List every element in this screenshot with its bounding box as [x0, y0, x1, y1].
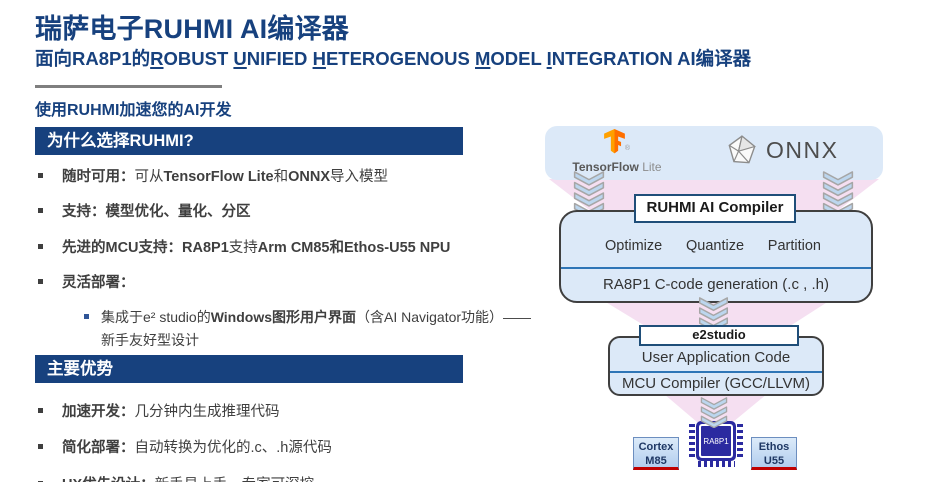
bullet-list: 加速开发：几分钟内生成推理代码简化部署：自动转换为优化的.c、.h源代码UX优先…: [37, 401, 463, 482]
bullet-icon: [38, 480, 43, 482]
bullet-text: （含AI Navigator功能）——新手友好型设计: [101, 308, 532, 348]
chip-pins-icon: [737, 424, 743, 460]
onnx-label: ONNX: [766, 136, 839, 163]
list-item: 先进的MCU支持：RA8P1支持Arm CM85和Ethos-U55 NPU: [37, 237, 543, 259]
bullet-text: 导入模型: [330, 169, 389, 185]
bullet-icon: [84, 313, 89, 319]
list-item: 简化部署：自动转换为优化的.c、.h源代码: [37, 437, 463, 459]
compiler-step: Optimize: [605, 238, 663, 254]
subtitle-part: NIFIED: [246, 48, 313, 69]
bullet-icon: [38, 408, 43, 413]
list-item: UX优先设计：新手易上手，专家可深挖: [37, 474, 463, 482]
chip-pins-icon: [698, 461, 735, 467]
bullet-text: 支持: [228, 239, 258, 256]
bullet-text: 先进的MCU支持：: [62, 239, 183, 256]
bullet-text: ONNX: [288, 169, 331, 185]
frameworks-box: [545, 126, 883, 180]
subtitle-part: NTEGRATION AI编译器: [551, 48, 752, 69]
compiler-box: Optimize Quantize Partition RA8P1 C-code g…: [559, 210, 873, 303]
chip-label-line: M85: [645, 454, 667, 467]
chip-label-line: Cortex: [638, 441, 674, 453]
bullet-text: Arm CM85和Ethos-U55 NPU: [257, 239, 451, 256]
list-item: 集成于e² studio的Windows图形用户界面（含AI Navigator…: [83, 306, 543, 351]
section-banner: 为什么选择RUHMI?: [35, 127, 463, 155]
tensorflow-label-main: TensorFlow: [572, 160, 639, 174]
bullet-icon: [38, 279, 43, 285]
bullet-text: 和: [273, 169, 289, 185]
subtitle-part: R: [150, 48, 164, 69]
text-column: 为什么选择RUHMI? 随时可用：可从TensorFlow Lite和ONNX导入…: [35, 127, 543, 482]
list-item: 支持：模型优化、量化、分区: [37, 201, 543, 223]
bullet-text: Windows图形用户界面: [210, 308, 357, 325]
app-stack-box: User Application Code MCU Compiler (GCC/…: [608, 336, 824, 396]
bullet-text: 可从: [134, 169, 164, 185]
bullet-text: 几分钟内生成推理代码: [134, 404, 280, 420]
bullet-text: 灵活部署：: [62, 275, 135, 292]
page-title: 瑞萨电子RUHMI AI编译器: [35, 14, 349, 44]
bullet-icon: [38, 444, 43, 450]
bullet-text: 支持：模型优化、量化、分区: [62, 204, 251, 221]
bullet-text: 自动转换为优化的.c、.h源代码: [134, 440, 332, 457]
bullet-icon: [38, 243, 43, 249]
tensorflow-icon: [604, 129, 625, 154]
tensorflow-lite-logo: ® TensorFlow Lite: [557, 129, 677, 174]
section-banner: 主要优势: [35, 355, 463, 383]
onnx-icon: [728, 135, 756, 164]
chip-cortex-m85: Cortex M85: [633, 437, 679, 470]
bullet-text: 新手易上手，专家可深挖: [155, 477, 315, 482]
compiler-steps: Optimize Quantize Partition: [561, 212, 871, 254]
list-item: 加速开发：几分钟内生成推理代码: [37, 401, 463, 423]
chip-label-line: Ethos: [758, 441, 790, 453]
tensorflow-label-lite: Lite: [638, 160, 662, 174]
bullet-text: 简化部署：: [62, 440, 135, 457]
registered-mark: ®: [624, 145, 631, 152]
compiler-step: Partition: [767, 238, 821, 254]
onnx-logo: ONNX: [727, 135, 838, 165]
e2studio-label: e2studio: [639, 325, 799, 346]
bullet-text: UX优先设计：: [62, 477, 155, 482]
chevron-down-icon: [700, 397, 728, 428]
bullet-icon: [38, 173, 43, 178]
divider-rule: [35, 85, 222, 88]
tensorflow-label: TensorFlow Lite: [557, 160, 677, 174]
bullet-text: TensorFlow Lite: [163, 169, 274, 185]
header: 瑞萨电子RUHMI AI编译器 面向RA8P1的ROBUST UNIFIED H…: [35, 13, 915, 71]
list-item: 随时可用：可从TensorFlow Lite和ONNX导入模型: [37, 166, 543, 188]
subtitle-part: ETEROGENOUS: [325, 48, 475, 69]
subtitle-part: H: [312, 48, 326, 69]
chip-label-line: U55: [763, 454, 785, 467]
codegen-label: RA8P1 C-code generation (.c , .h): [561, 267, 871, 301]
subtitle-part: OBUST: [163, 48, 234, 69]
bullet-text: 随时可用：: [62, 169, 135, 185]
bullet-icon: [38, 208, 43, 214]
subtitle-part: M: [475, 48, 491, 69]
slide-subtitle: 面向RA8P1的ROBUST UNIFIED HETEROGENOUS MODE…: [35, 47, 915, 71]
subtitle-part: 面向RA8P1的: [35, 48, 151, 69]
ruhmi-compiler-label: RUHMI AI Compiler: [634, 194, 796, 223]
mcu-compiler-label: MCU Compiler (GCC/LLVM): [610, 371, 822, 396]
chip-ra8p1-label: RA8P1: [699, 424, 733, 458]
bullet-text: RA8P1: [182, 239, 229, 256]
bullet-text: 集成于e² studio的: [101, 308, 211, 325]
subtitle-part: U: [233, 48, 247, 69]
bullet-text: 加速开发：: [62, 404, 135, 420]
subtitle-part: I: [546, 48, 552, 69]
user-app-code-label: User Application Code: [641, 349, 791, 366]
compiler-step: Quantize: [685, 238, 745, 254]
tagline: 使用RUHMI加速您的AI开发: [35, 102, 232, 119]
section-key-benefits: 主要优势加速开发：几分钟内生成推理代码简化部署：自动转换为优化的.c、.h源代码…: [35, 355, 463, 482]
subtitle-part: ODEL: [490, 48, 547, 69]
chip-ethos-u55: Ethos U55: [751, 437, 797, 470]
chip-pins-icon: [689, 424, 695, 460]
